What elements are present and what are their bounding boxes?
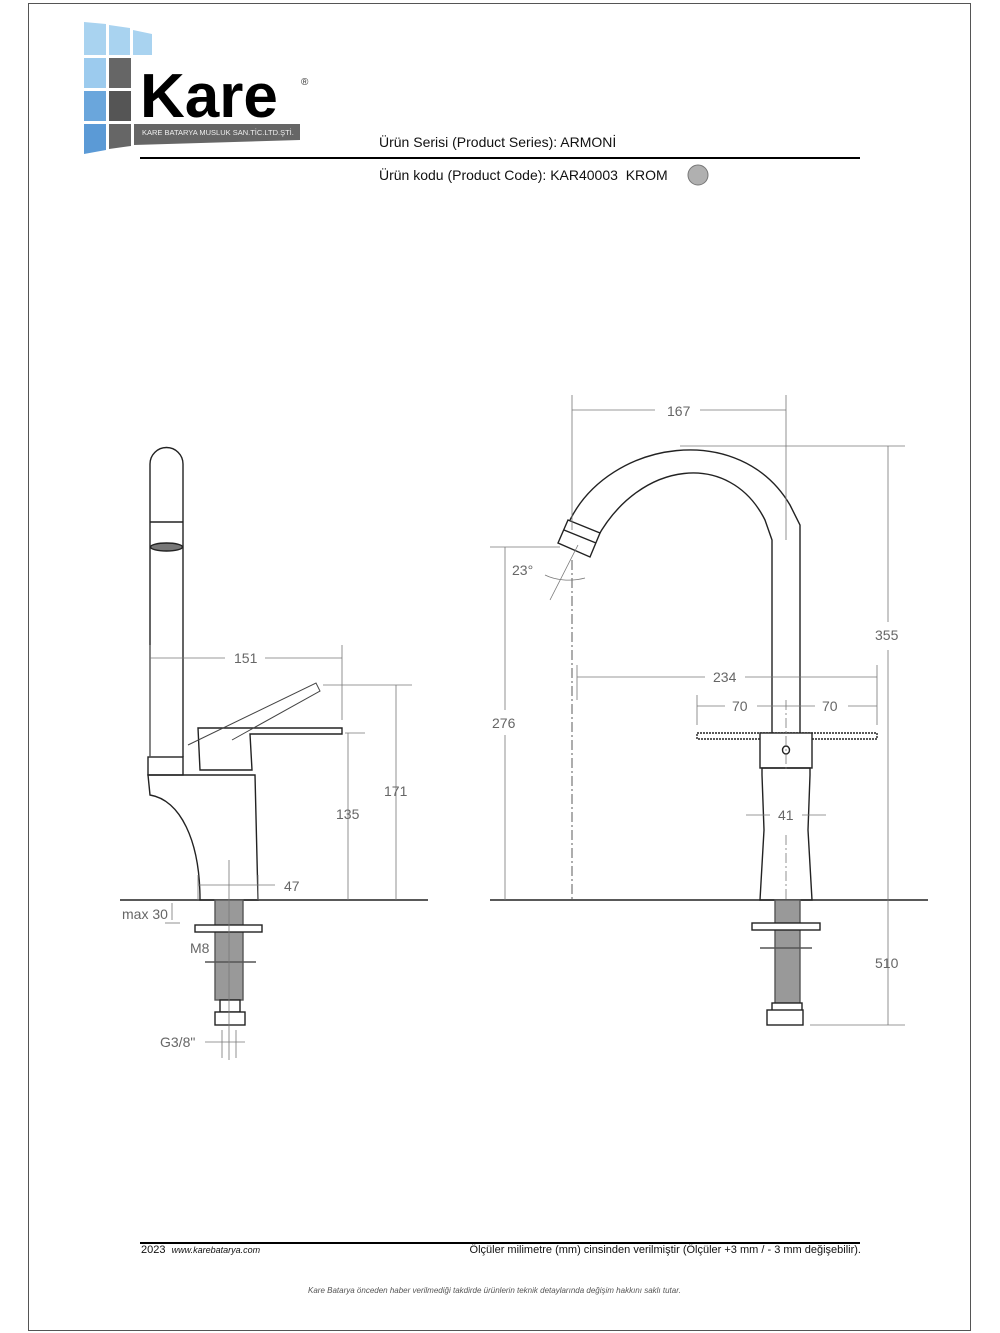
page-border xyxy=(28,3,971,1331)
front-view-drawing xyxy=(490,449,928,1026)
footer-year: 2023 xyxy=(141,1244,166,1256)
footer-website[interactable]: www.karebatarya.com xyxy=(171,1245,261,1255)
series-label: Ürün Serisi (Product Series): xyxy=(379,134,558,150)
dim-handle-height: 171 xyxy=(384,783,408,799)
dim-thread: M8 xyxy=(190,940,210,956)
dim-connection: G3/8" xyxy=(160,1034,195,1050)
side-view-drawing xyxy=(120,446,428,1026)
logo-tagline: KARE BATARYA MUSLUK SAN.TİC.LTD.ŞTİ. xyxy=(142,128,294,137)
footer-note: Ölçüler milimetre (mm) cinsinden verilmi… xyxy=(469,1244,861,1256)
dim-span: 234 xyxy=(713,669,737,685)
series-value: ARMONİ xyxy=(560,134,617,150)
dim-height: 355 xyxy=(875,627,899,643)
front-view-dimensions xyxy=(490,395,905,1026)
dim-spout-height: 135 xyxy=(336,806,360,822)
dim-max-thickness: max 30 xyxy=(122,906,168,922)
finish-label: KROM xyxy=(625,167,668,183)
footer-left: 2023 www.karebatarya.com xyxy=(141,1244,260,1256)
side-view-dimensions xyxy=(149,645,412,1060)
dim-outlet-height: 276 xyxy=(492,715,516,731)
finish-swatch xyxy=(687,164,709,186)
logo-registered: ® xyxy=(301,77,309,88)
dim-width: 151 xyxy=(234,650,258,666)
dim-reach: 167 xyxy=(667,403,691,419)
code-value: KAR40003 xyxy=(550,167,618,183)
product-series: Ürün Serisi (Product Series): ARMONİ xyxy=(379,134,616,150)
dim-right: 70 xyxy=(822,698,838,714)
dim-left: 70 xyxy=(732,698,748,714)
logo: Kare ® KARE BATARYA MUSLUK SAN.TİC.LTD.Ş… xyxy=(84,22,309,154)
dim-base-width: 41 xyxy=(778,807,794,823)
dim-angle: 23° xyxy=(512,562,533,578)
footer-disclaimer: Kare Batarya önceden haber verilmediği t… xyxy=(308,1286,681,1295)
logo-brand: Kare xyxy=(140,62,278,131)
dim-hose: 510 xyxy=(875,955,899,971)
product-code: Ürün kodu (Product Code): KAR40003 KROM xyxy=(379,167,668,183)
code-label: Ürün kodu (Product Code): xyxy=(379,167,547,183)
dim-base: 47 xyxy=(284,878,300,894)
